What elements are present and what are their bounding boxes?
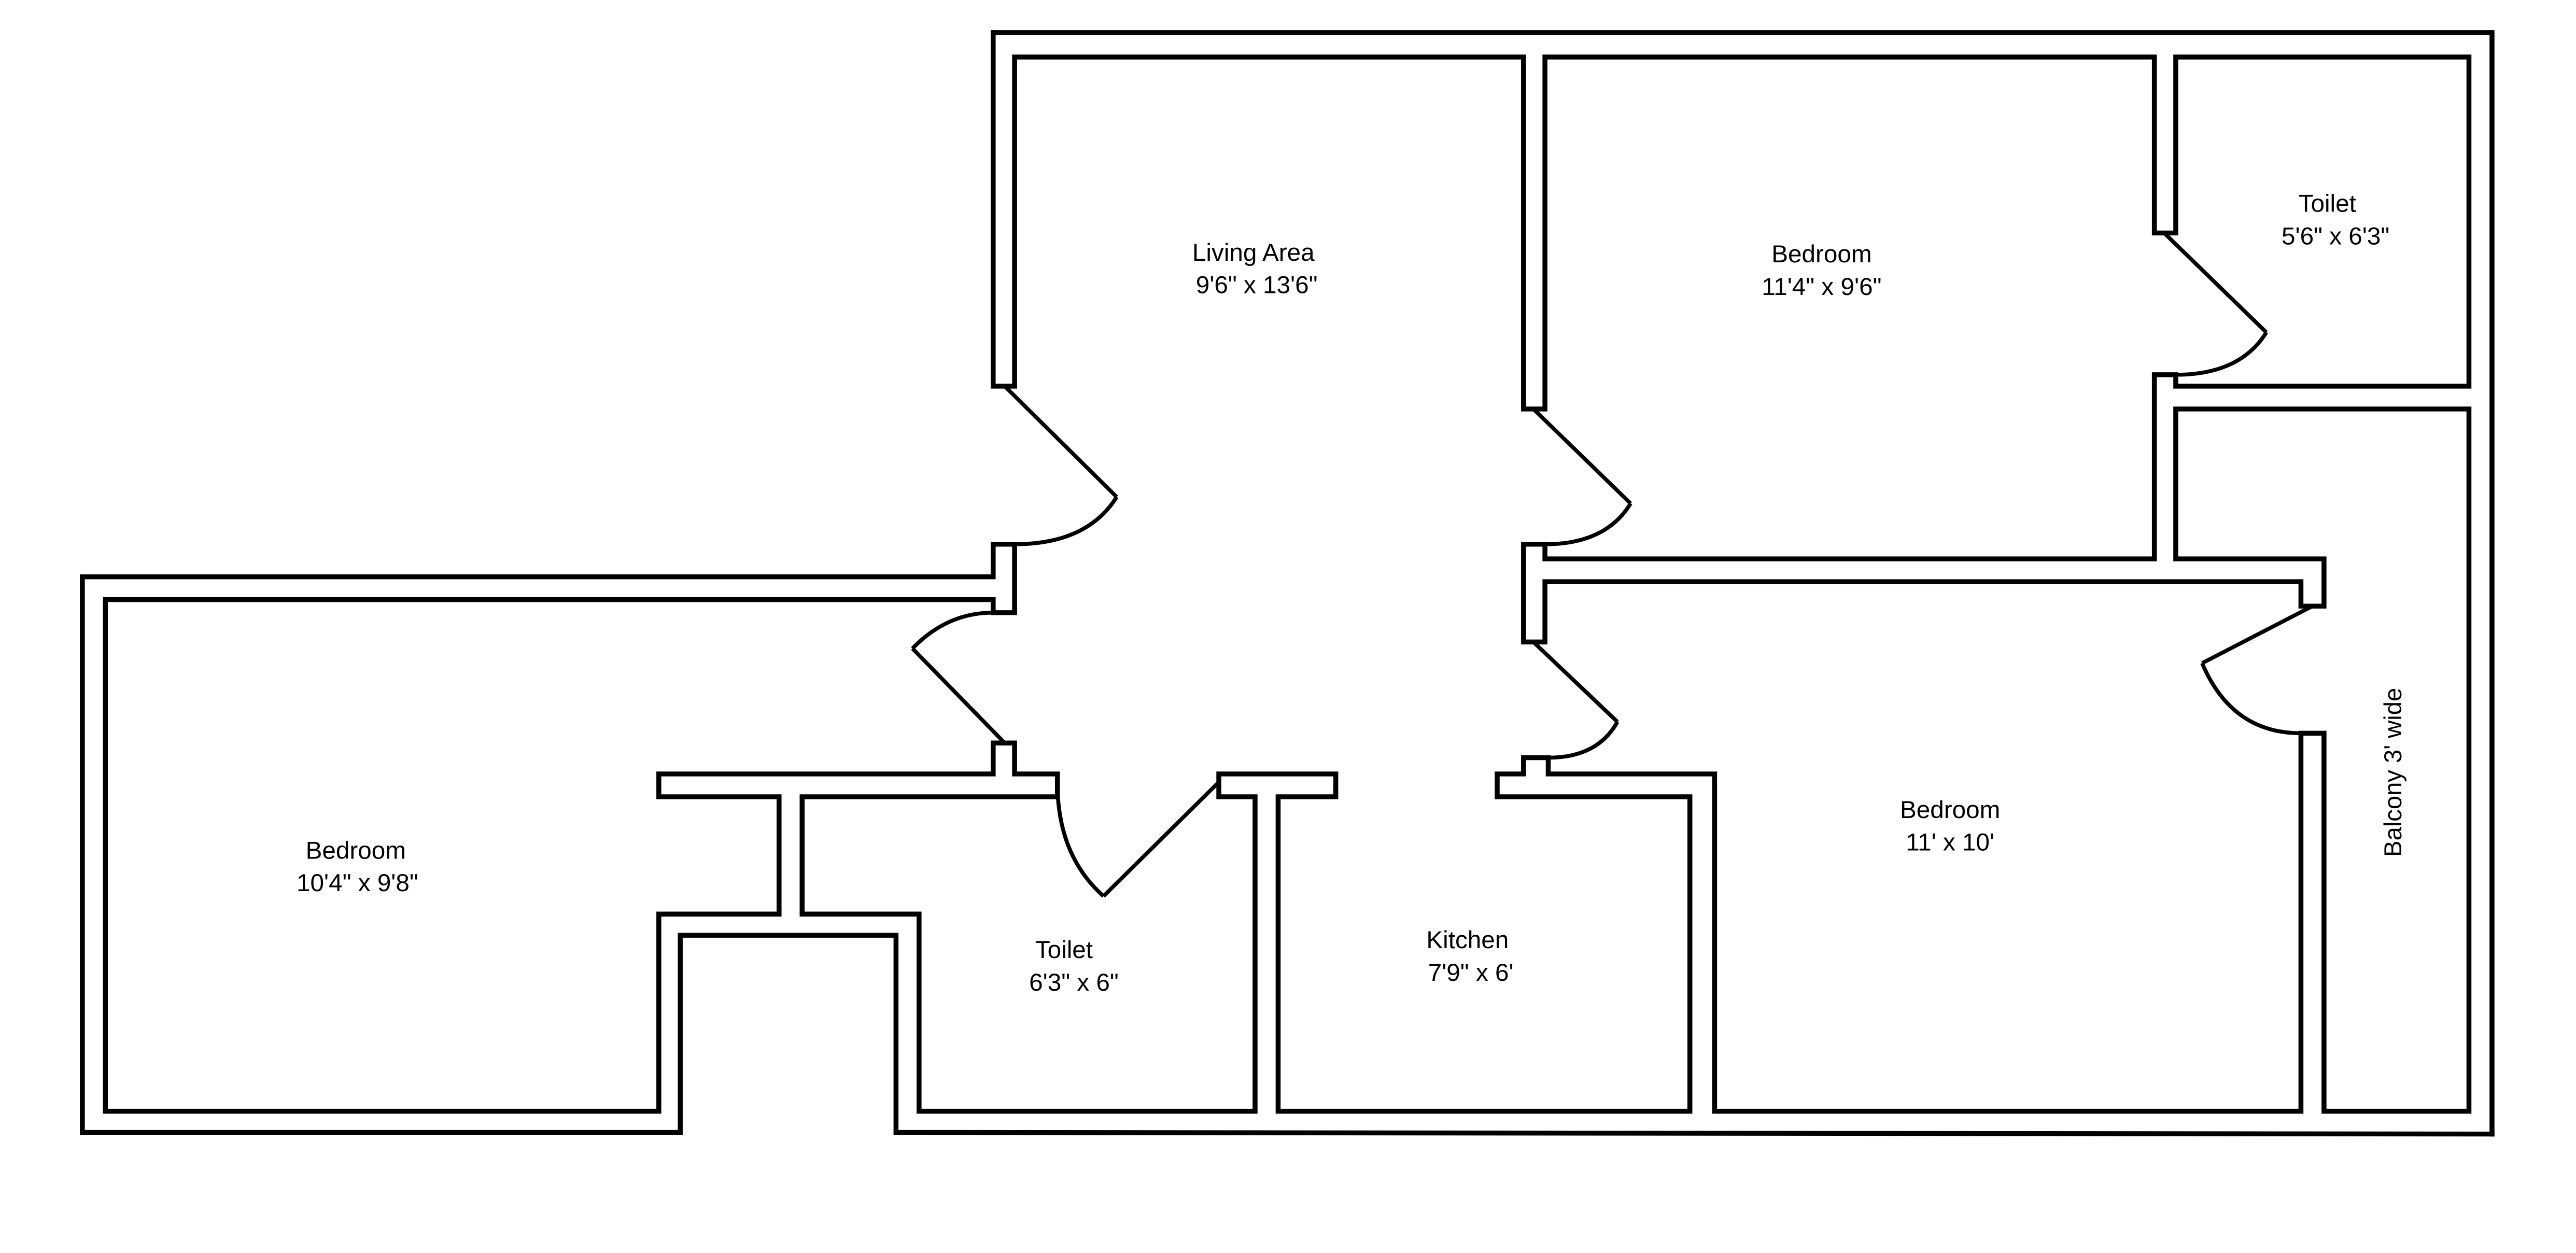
room-size-toilet-bottom: 6'3" x 6" (1029, 969, 1119, 996)
door-bedroom-right (1532, 640, 1620, 760)
outer-wall-left-upper (80, 30, 2495, 1137)
room-name-living-area: Living Area (1192, 239, 1315, 266)
room-size-bedroom-left: 10'4" x 9'8" (297, 869, 418, 897)
doors (911, 231, 2314, 898)
room-name-bedroom-right: Bedroom (1900, 796, 2000, 824)
door-balcony (2200, 604, 2314, 736)
door-bedroom-left (911, 611, 1006, 744)
door-living-entry (1003, 385, 1119, 546)
door-toilet-bottom (1055, 780, 1220, 898)
room-name-toilet-bottom: Toilet (1035, 936, 1093, 964)
room-name-bedroom-left: Bedroom (306, 837, 406, 865)
room-name-kitchen: Kitchen (1426, 926, 1509, 954)
balcony-label: Balcony 3' wide (2380, 688, 2407, 857)
room-size-living-area: 9'6" x 13'6" (1196, 272, 1318, 299)
room-name-toilet-top: Toilet (2299, 190, 2356, 218)
room-name-bedroom-top: Bedroom (1771, 241, 1871, 268)
room-size-bedroom-top: 11'4" x 9'6" (1762, 273, 1881, 301)
outer-walls (80, 30, 2495, 1137)
door-toilet-top (2163, 231, 2268, 377)
room-size-kitchen: 7'9" x 6' (1428, 959, 1514, 987)
room-size-toilet-top: 5'6" x 6'3" (2282, 223, 2389, 250)
room-size-bedroom-right: 11' x 10' (1906, 829, 1994, 856)
outer-wall-top (991, 30, 2495, 1137)
door-bedroom-top (1532, 407, 1632, 546)
room-labels: Living Area 9'6" x 13'6" Bedroom 11'4" x… (297, 190, 2407, 996)
